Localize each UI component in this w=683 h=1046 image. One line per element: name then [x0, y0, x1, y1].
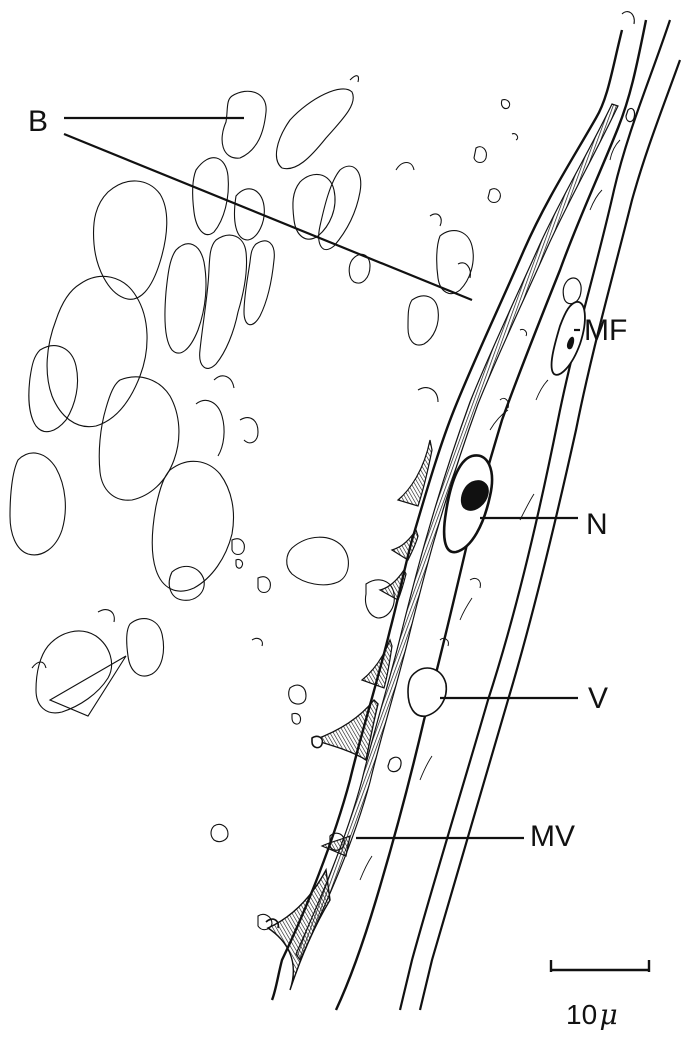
scale-bar-label: 10 μ [566, 1000, 618, 1030]
scale-bar [550, 960, 650, 972]
label-b: B [28, 107, 48, 137]
label-mv: MV [530, 822, 575, 852]
scale-bar-value: 10 [566, 999, 597, 1030]
leader-lines [64, 118, 580, 838]
label-mf: MF [584, 316, 627, 346]
leader-B-2 [64, 134, 472, 300]
label-n: N [586, 510, 608, 540]
scale-bar-unit: μ [600, 998, 618, 1031]
label-v: V [588, 684, 608, 714]
